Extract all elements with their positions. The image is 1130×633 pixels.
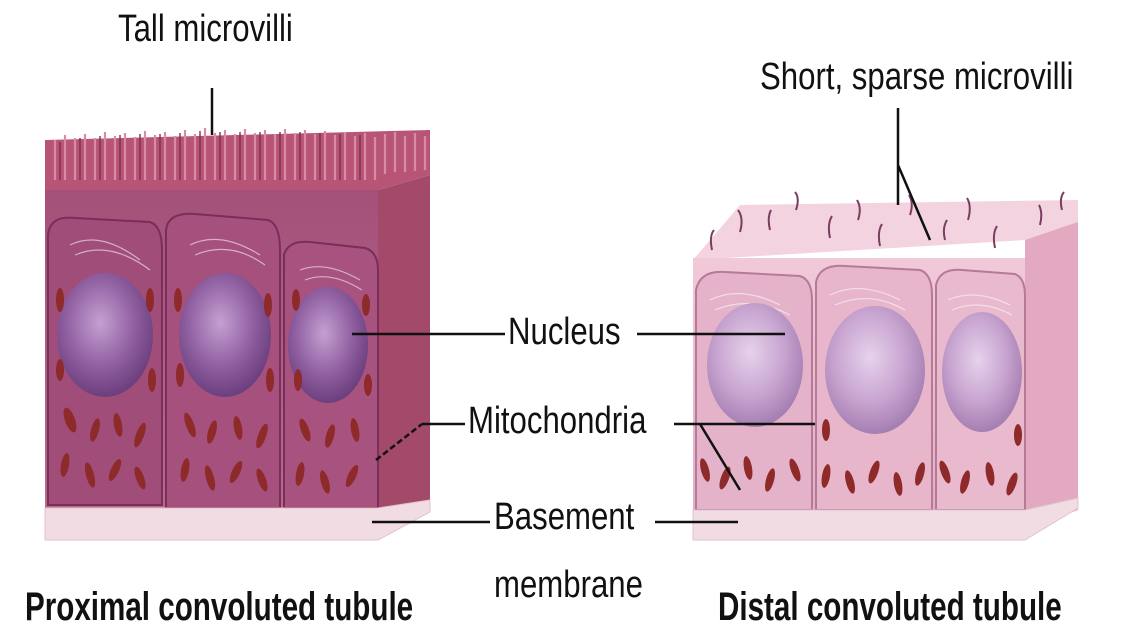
label-membrane: membrane — [494, 566, 643, 604]
label-short-microvilli: Short, sparse microvilli — [760, 58, 1073, 96]
label-basement: Basement — [494, 498, 634, 536]
label-proximal-tubule: Proximal convoluted tubule — [25, 587, 413, 627]
label-mitochondria: Mitochondria — [468, 402, 646, 440]
dct-side-face — [1025, 222, 1078, 530]
label-nucleus: Nucleus — [508, 313, 621, 351]
pct-brush-border — [45, 130, 430, 190]
pct-nucleus-1 — [57, 273, 153, 397]
label-distal-tubule: Distal convoluted tubule — [718, 587, 1062, 627]
pct-side-face — [378, 175, 430, 525]
label-tall-microvilli: Tall microvilli — [118, 10, 293, 48]
dct-nucleus-1 — [707, 303, 803, 427]
pct-nucleus-2 — [179, 273, 271, 397]
distal-tubule-block — [693, 192, 1078, 540]
dct-nucleus-3 — [942, 312, 1022, 432]
dct-apical-surface — [693, 200, 1078, 260]
dct-nucleus-2 — [825, 306, 925, 434]
